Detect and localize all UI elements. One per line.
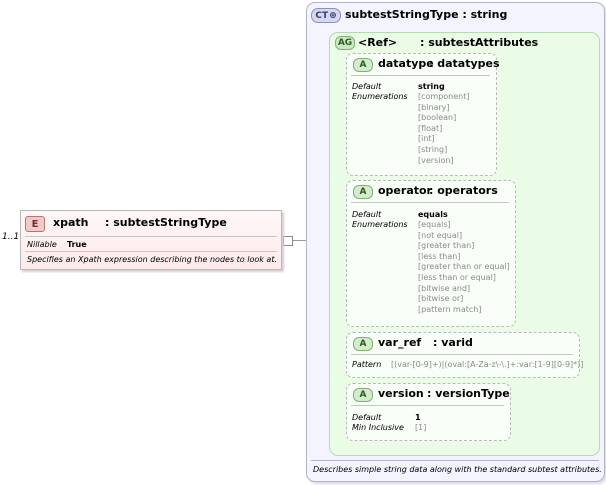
enumeration-item: [less than]	[418, 251, 461, 261]
enumeration-item: [equals]	[418, 220, 451, 229]
complex-type-description: Describes simple string data along with …	[313, 465, 602, 474]
complex-type-badge: CT⊕	[311, 8, 341, 23]
attribute-var-ref[interactable]: A var_ref : varid Pattern [(var-[0-9]+)|…	[346, 332, 584, 378]
attribute-type: : datatypes	[429, 57, 500, 70]
attribute-group-badge: AG	[335, 36, 355, 50]
nillable-label: Nillable	[27, 240, 57, 249]
enumeration-item: [string]	[418, 144, 448, 154]
connector-element-to-type	[280, 240, 306, 241]
default-value: equals	[418, 210, 448, 219]
enumeration-item: [binary]	[418, 102, 450, 112]
element-description: Specifies an Xpath expression describing…	[27, 255, 277, 264]
attribute-type: : varid	[433, 336, 473, 349]
attribute-type: : operators	[429, 184, 498, 197]
enumeration-item: [boolean]	[418, 113, 457, 123]
complex-type-title: subtestStringType : string	[345, 8, 508, 21]
element-badge: E	[25, 216, 45, 232]
min-inclusive-label: Min Inclusive	[352, 423, 404, 432]
enumeration-item: [not equal]	[418, 230, 463, 240]
attribute-badge: A	[353, 185, 373, 199]
element-type: : subtestStringType	[105, 216, 227, 229]
enumeration-item: [float]	[418, 123, 443, 133]
attribute-name: datatype	[378, 57, 434, 70]
enumeration-item: [bitwise or]	[418, 294, 464, 304]
attribute-group-name: : subtestAttributes	[420, 36, 539, 49]
enumeration-item: [int]	[418, 134, 435, 144]
attribute-type: : versionType	[427, 387, 510, 400]
min-inclusive-value: [1]	[415, 423, 427, 432]
attribute-group-ref: <Ref>	[358, 36, 398, 49]
enumeration-item: [pattern match]	[418, 304, 482, 314]
attribute-version[interactable]: A version : versionType Default 1 Min In…	[346, 383, 511, 441]
attribute-badge: A	[353, 337, 373, 351]
nillable-value: True	[67, 240, 87, 249]
element-separator	[25, 236, 277, 237]
enumeration-list: [component] [binary] [boolean] [float] […	[418, 92, 470, 166]
attribute-separator	[351, 202, 509, 203]
attribute-separator	[351, 75, 490, 76]
occurrence-label: 1..1	[2, 232, 20, 242]
attribute-badge: A	[353, 388, 373, 402]
enumerations-label: Enumerations	[352, 220, 408, 229]
default-label: Default	[352, 82, 382, 91]
default-value: 1	[415, 413, 421, 422]
pattern-value: [(var-[0-9]+)|(oval:[A-Za-z\-\.]+:var:[1…	[391, 360, 584, 369]
enumerations-label: Enumerations	[352, 92, 408, 101]
default-value: string	[418, 82, 445, 91]
enumeration-item: [greater than or equal]	[418, 262, 510, 272]
pattern-label: Pattern	[352, 360, 382, 369]
enumeration-item: [bitwise and]	[418, 283, 471, 293]
attribute-name: version	[378, 387, 424, 400]
default-label: Default	[352, 413, 382, 422]
expand-icon: ⊕	[329, 10, 337, 21]
attribute-name: operator	[378, 184, 432, 197]
element-xpath[interactable]: E xpath : subtestStringType Nillable Tru…	[20, 210, 282, 270]
element-name: xpath	[53, 216, 89, 229]
element-separator-2	[25, 251, 277, 252]
enumeration-item: [greater than]	[418, 241, 475, 251]
attribute-badge: A	[353, 58, 373, 72]
attribute-separator	[351, 354, 573, 355]
enumeration-item: [component]	[418, 92, 470, 101]
attribute-name: var_ref	[378, 336, 422, 349]
enumeration-item: [less than or equal]	[418, 272, 496, 282]
enumeration-item: [version]	[418, 155, 454, 165]
enumeration-list: [equals] [not equal] [greater than] [les…	[418, 220, 510, 315]
attribute-separator	[351, 405, 504, 406]
attribute-operator[interactable]: A operator : operators Default equals En…	[346, 180, 516, 327]
attribute-datatype[interactable]: A datatype : datatypes Default string En…	[346, 53, 500, 176]
default-label: Default	[352, 210, 382, 219]
sequence-connector	[283, 236, 293, 246]
complex-type-separator	[311, 460, 599, 461]
